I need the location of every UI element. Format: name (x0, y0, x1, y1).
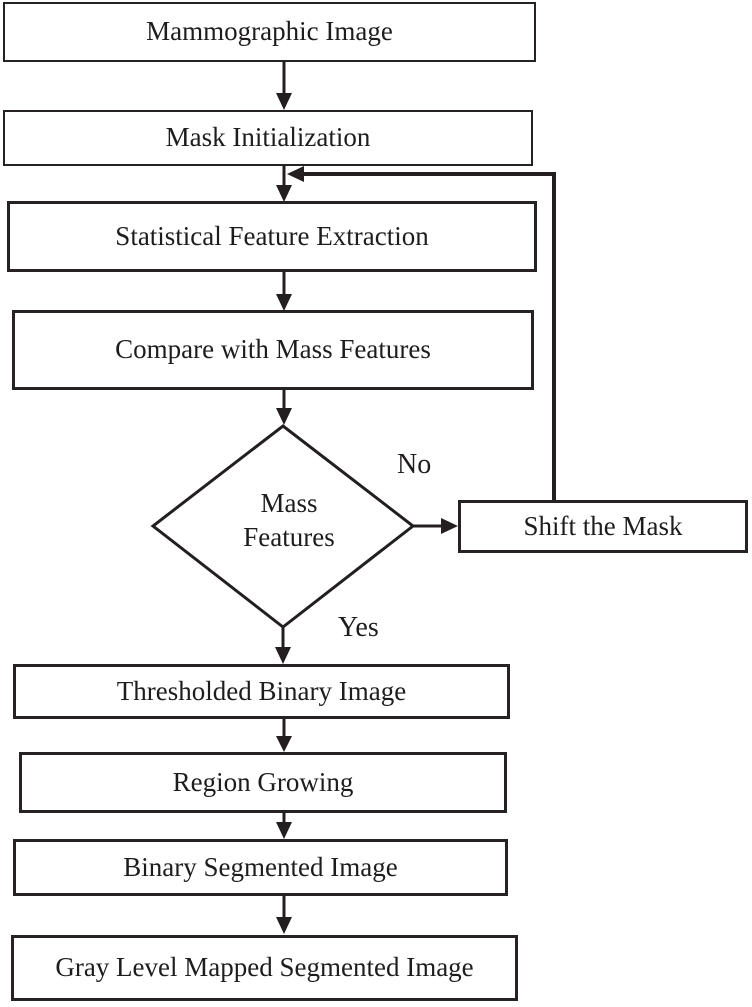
arrowhead-down (276, 736, 292, 752)
node-compare-with-mass-features: Compare with Mass Features (12, 310, 534, 390)
arrowhead-down (276, 917, 292, 934)
node-shift-the-mask: Shift the Mask (458, 500, 748, 553)
arrowhead-down (276, 185, 292, 202)
arrowhead-down (276, 93, 292, 110)
arrowhead-down (276, 408, 292, 425)
arrowhead-right (441, 518, 458, 534)
edge-binary-to-gray (276, 896, 292, 934)
edge-thresholded-to-region (276, 719, 292, 752)
edge-compare-to-decision (276, 390, 292, 425)
edge-statistical-to-compare (276, 272, 292, 311)
node-statistical-feature-extraction: Statistical Feature Extraction (7, 201, 537, 272)
node-binary-segmented-image: Binary Segmented Image (13, 839, 508, 896)
arrowhead-down (276, 822, 292, 839)
edge-decision-no (413, 518, 458, 534)
edge-mask-to-statistical (276, 166, 292, 202)
node-region-growing: Region Growing (19, 752, 507, 813)
edge-region-to-binary (276, 813, 292, 839)
node-mask-initialization: Mask Initialization (3, 110, 533, 166)
edge-decision-yes (275, 627, 291, 664)
node-mass-features-decision-label: Mass Features (243, 488, 335, 552)
node-mammographic-image: Mammographic Image (3, 2, 536, 62)
arrowhead-left (287, 166, 304, 182)
edge-shift-mask-feedback (287, 166, 556, 500)
edge-mammographic-to-mask (276, 62, 292, 110)
arrowhead-down (275, 647, 291, 664)
node-thresholded-binary-image: Thresholded Binary Image (13, 664, 510, 719)
node-gray-level-mapped-segmented-image: Gray Level Mapped Segmented Image (11, 935, 518, 1001)
edge-label-yes: Yes (338, 612, 379, 643)
arrowhead-down (276, 294, 292, 311)
edge-label-no: No (397, 449, 432, 480)
